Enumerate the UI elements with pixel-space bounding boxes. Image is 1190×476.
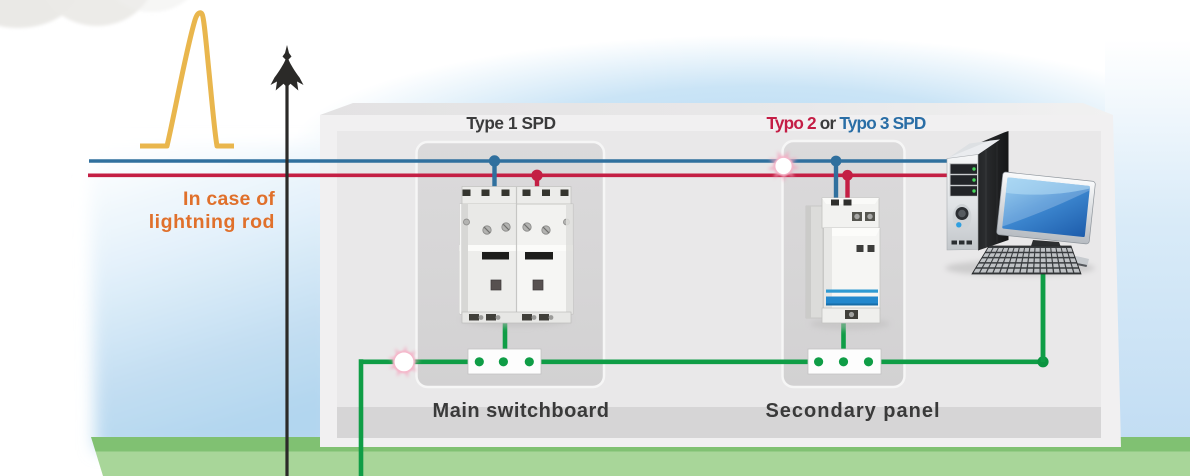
svg-text:Typo 2 or Typo 3 SPD: Typo 2 or Typo 3 SPD (766, 113, 925, 133)
svg-text:Secondary panel: Secondary panel (765, 400, 940, 422)
svg-text:Main switchboard: Main switchboard (433, 400, 610, 422)
svg-text:Type 1 SPD: Type 1 SPD (466, 113, 555, 133)
svg-text:In case of: In case of (183, 188, 275, 210)
svg-text:lightning rod: lightning rod (149, 211, 275, 233)
